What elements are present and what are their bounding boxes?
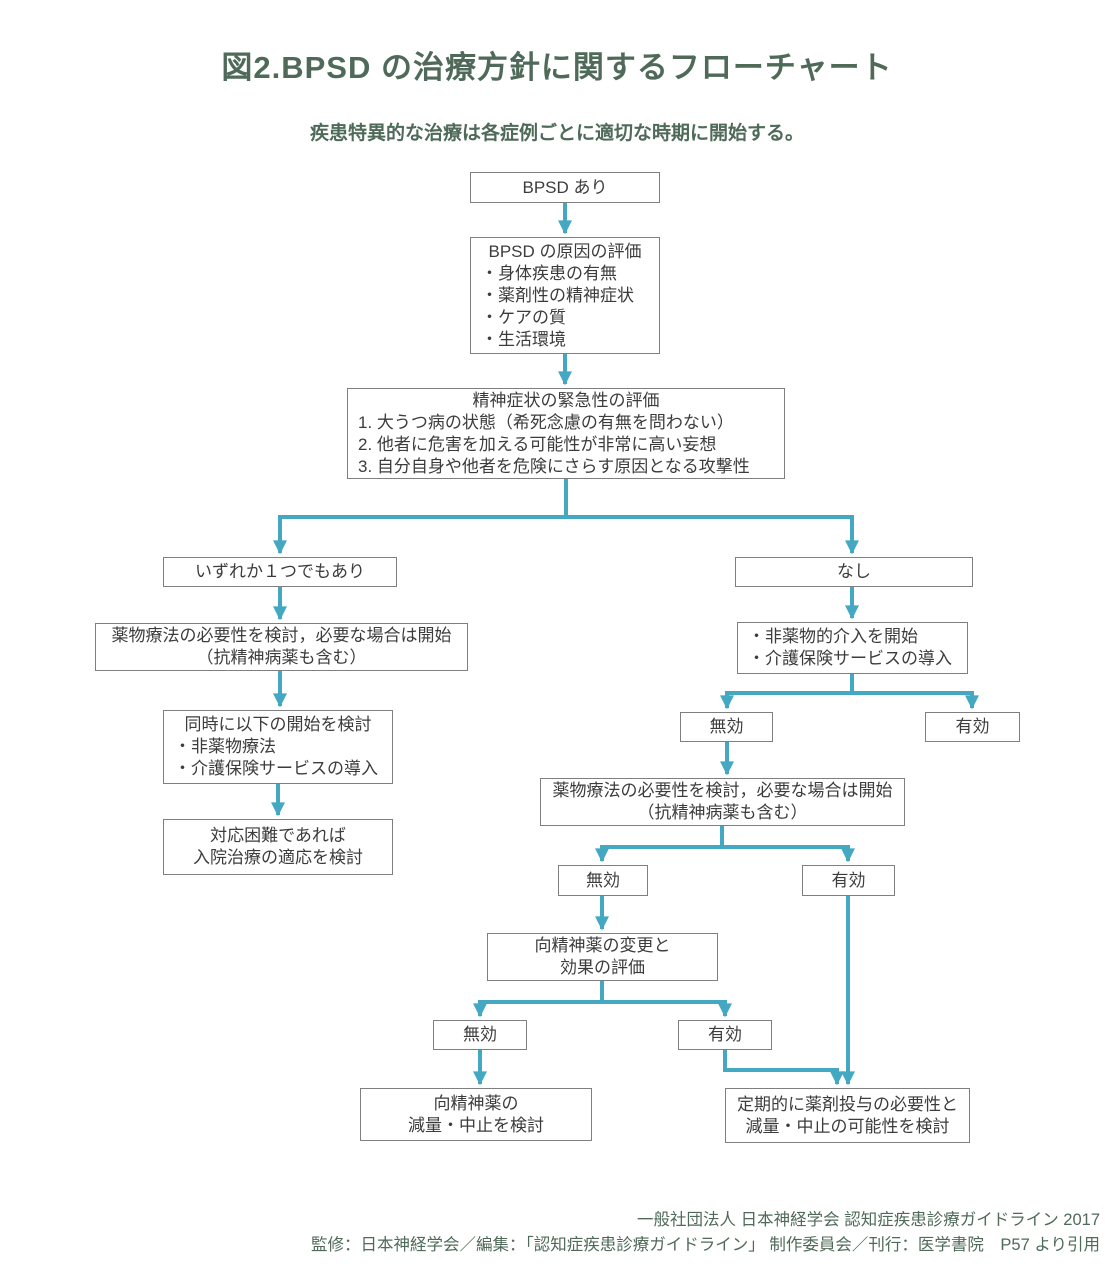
- node-nonpharma-intervention: ・非薬物的介入を開始 ・介護保険サービスの導入: [737, 622, 968, 674]
- node-branch-none: なし: [735, 557, 973, 587]
- figure-subtitle: 疾患特異的な治療は各症例ごとに適切な時期に開始する。: [309, 123, 804, 144]
- node-ineffective-3: 無効: [433, 1020, 527, 1050]
- node-title: BPSD の原因の評価: [488, 241, 642, 261]
- node-ineffective-1: 無効: [680, 712, 773, 742]
- list-item: ・非薬物的介入を開始: [748, 627, 918, 646]
- list-item: ・介護保険サービスの導入: [748, 649, 952, 668]
- node-ineffective-2: 無効: [558, 865, 648, 896]
- node-left-pharmacotherapy: 薬物療法の必要性を検討，必要な場合は開始 （抗精神病薬も含む）: [95, 623, 468, 671]
- node-line: 向精神薬の変更と: [534, 936, 671, 955]
- node-label: なし: [837, 562, 871, 581]
- list-item: ・生活環境: [481, 329, 566, 349]
- node-label: BPSD あり: [522, 177, 608, 197]
- node-reduce-discontinue: 向精神薬の 減量・中止を検討: [360, 1088, 592, 1141]
- node-periodic-review: 定期的に薬剤投与の必要性と 減量・中止の可能性を検討: [725, 1088, 970, 1143]
- source-citation: 一般社団法人 日本神経学会 認知症疾患診療ガイドライン 2017 監修：日本神経…: [311, 1208, 1100, 1258]
- node-line: 対応困難であれば: [210, 826, 346, 845]
- node-effective-2: 有効: [802, 865, 895, 896]
- node-effective-1: 有効: [925, 712, 1020, 742]
- node-label: 無効: [709, 717, 744, 736]
- node-label: いずれか１つでもあり: [195, 562, 365, 581]
- connector-urgency-stem: [280, 478, 852, 519]
- list-item: 3. 自分自身や他者を危険にさらす原因となる攻撃性: [358, 456, 750, 476]
- node-line: 入院治療の適応を検討: [193, 848, 363, 867]
- list-item: ・介護保険サービスの導入: [174, 759, 378, 778]
- node-left-concurrent-start: 同時に以下の開始を検討 ・非薬物療法 ・介護保険サービスの導入: [163, 710, 393, 784]
- list-item: ・身体疾患の有無: [481, 263, 617, 283]
- citation-line: 監修：日本神経学会／編集：「認知症疾患診療ガイドライン」 制作委員会／刊行：医学…: [311, 1236, 1100, 1254]
- list-item: 1. 大うつ病の状態（希死念慮の有無を問わない）: [358, 412, 734, 432]
- node-change-psychotropic: 向精神薬の変更と 効果の評価: [487, 933, 718, 981]
- node-urgency-evaluation: 精神症状の緊急性の評価 1. 大うつ病の状態（希死念慮の有無を問わない） 2. …: [347, 388, 785, 479]
- node-label: 無効: [463, 1025, 497, 1044]
- connector-nonpharma-stem: [727, 673, 972, 695]
- node-line: 定期的に薬剤投与の必要性と: [737, 1094, 958, 1114]
- node-label: 有効: [955, 717, 990, 736]
- node-line: （抗精神病薬も含む）: [196, 648, 367, 667]
- node-cause-evaluation: BPSD の原因の評価 ・身体疾患の有無 ・薬剤性の精神症状 ・ケアの質 ・生活…: [470, 237, 660, 354]
- node-line: 薬物療法の必要性を検討，必要な場合は開始: [552, 781, 893, 800]
- node-label: 有効: [831, 870, 866, 890]
- connector-effective3-periodic: [723, 1050, 844, 1086]
- list-item: ・ケアの質: [481, 307, 566, 327]
- node-right-pharmacotherapy: 薬物療法の必要性を検討，必要な場合は開始 （抗精神病薬も含む）: [540, 778, 905, 826]
- connector-rightpharma-stem: [602, 825, 848, 849]
- list-item: ・非薬物療法: [174, 737, 276, 756]
- node-hospitalization: 対応困難であれば 入院治療の適応を検討: [163, 819, 393, 875]
- node-line: 向精神薬の: [433, 1093, 519, 1113]
- connector-changedrug-stem: [480, 980, 725, 1004]
- node-line: 減量・中止の可能性を検討: [745, 1116, 950, 1136]
- node-line: 減量・中止を検討: [408, 1115, 544, 1135]
- figure-title: 図2.BPSD の治療方針に関するフローチャート: [221, 50, 893, 85]
- list-item: ・薬剤性の精神症状: [481, 285, 634, 305]
- node-title: 同時に以下の開始を検討: [184, 715, 372, 734]
- node-label: 無効: [586, 870, 620, 890]
- node-bpsd-present: BPSD あり: [470, 172, 660, 203]
- node-title: 精神症状の緊急性の評価: [472, 390, 660, 410]
- node-label: 有効: [708, 1025, 742, 1044]
- node-line: （抗精神病薬も含む）: [637, 803, 808, 822]
- list-item: 2. 他者に危害を加える可能性が非常に高い妄想: [358, 434, 717, 454]
- node-line: 効果の評価: [560, 958, 645, 977]
- node-branch-any-one: いずれか１つでもあり: [163, 557, 397, 587]
- node-effective-3: 有効: [678, 1020, 772, 1050]
- citation-line: 一般社団法人 日本神経学会 認知症疾患診療ガイドライン 2017: [637, 1211, 1100, 1229]
- node-line: 薬物療法の必要性を検討，必要な場合は開始: [111, 626, 452, 645]
